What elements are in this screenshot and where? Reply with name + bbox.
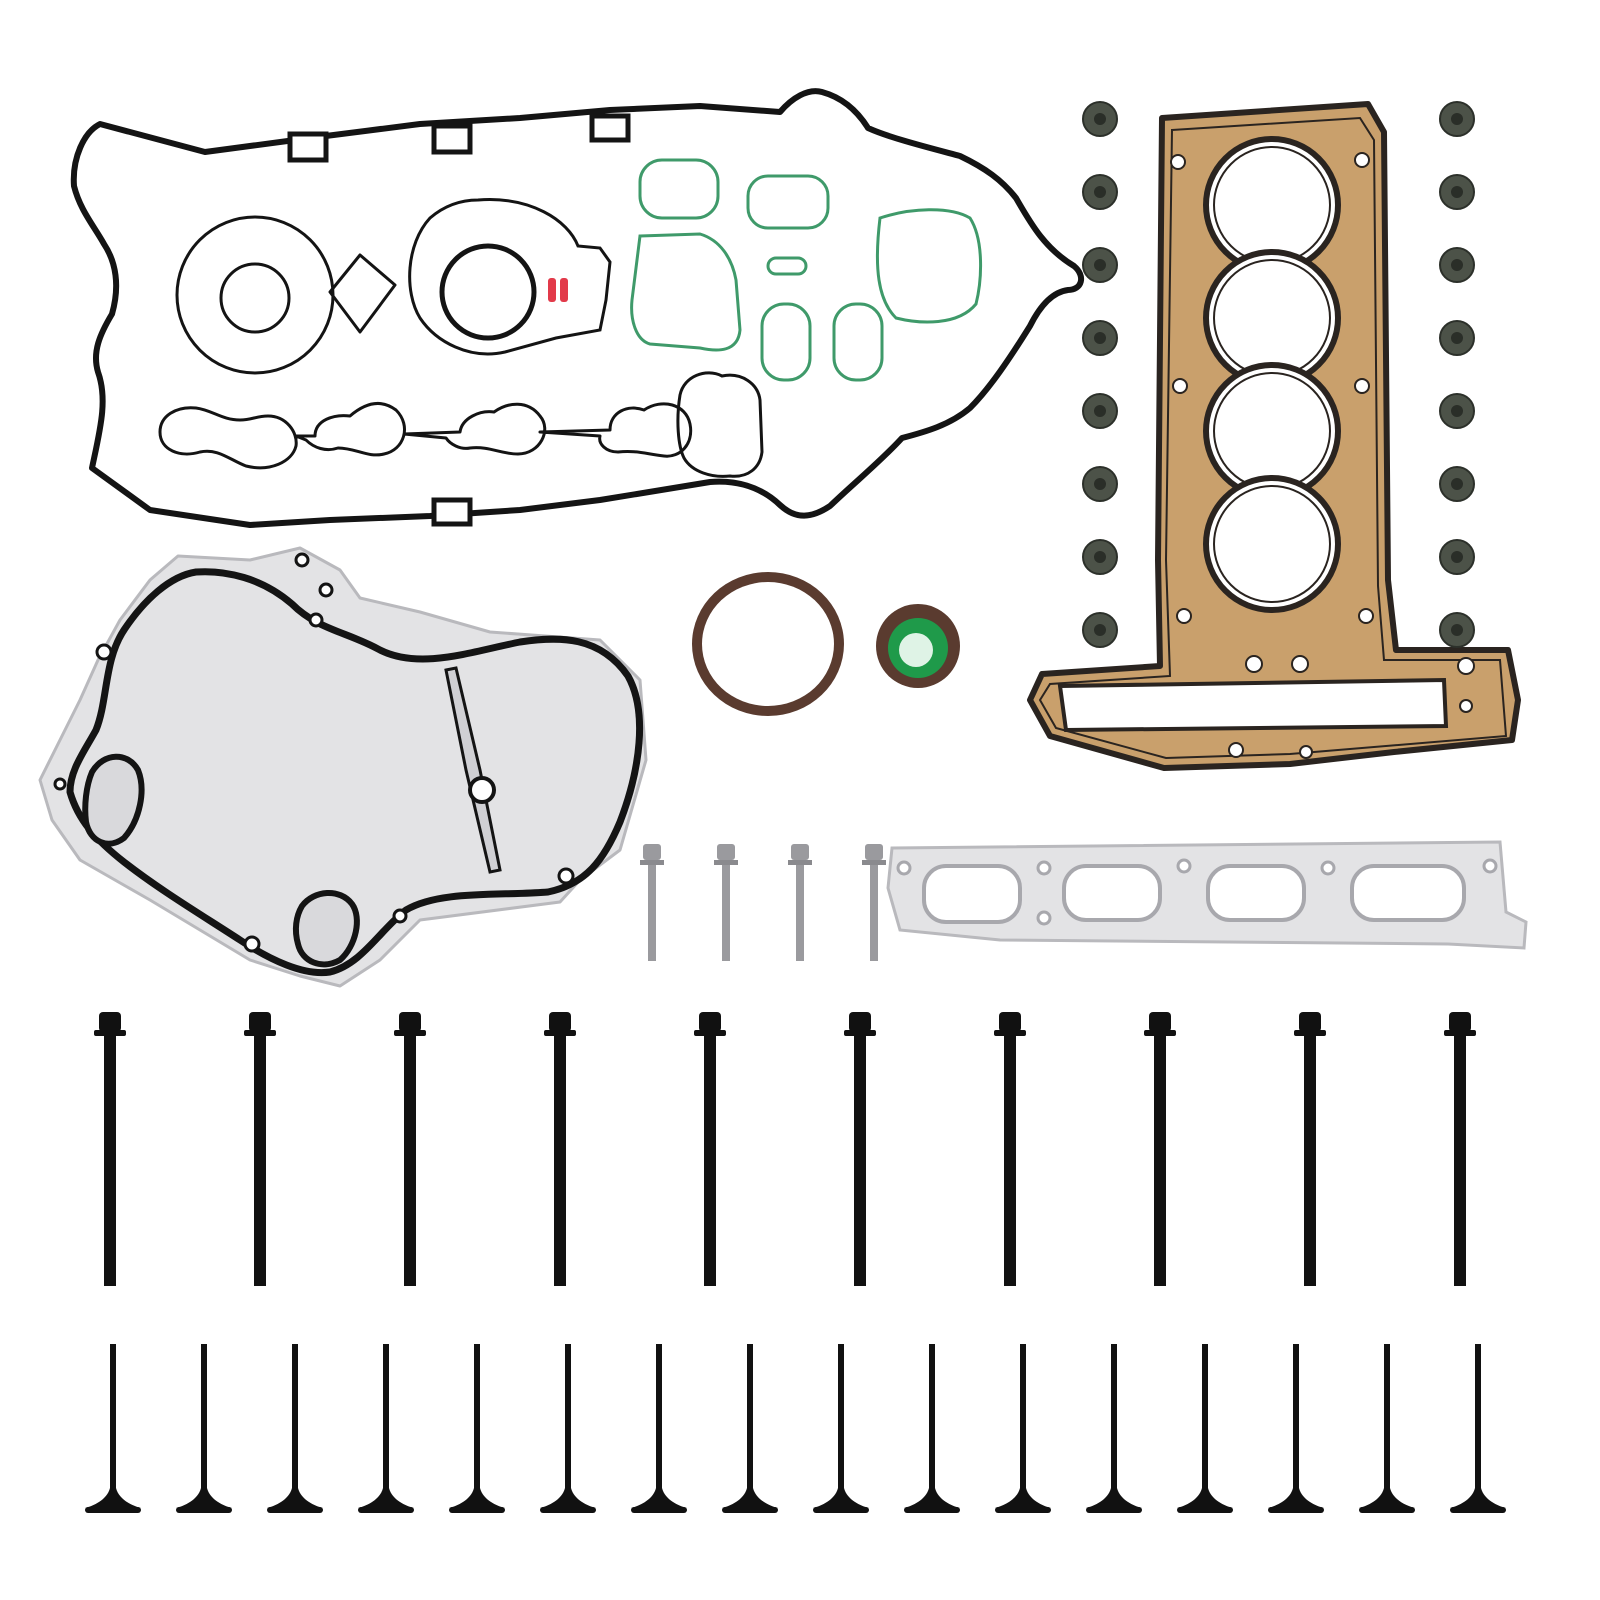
- engine-valve-icon: [1177, 1344, 1233, 1513]
- valve-cover-tab: [431, 497, 473, 527]
- valve-cover-tab: [589, 113, 631, 143]
- valve-stem-seal-center: [1094, 478, 1106, 490]
- exhaust-gasket-holes: [896, 858, 1498, 926]
- engine-valve-icon: [449, 1344, 505, 1513]
- head-gasket-cutout: [1057, 677, 1449, 733]
- head-bolt-icon: [94, 1012, 126, 1286]
- valve-cover-outline: [70, 88, 1085, 528]
- red-clip: [560, 278, 568, 302]
- timing-cover-left-oring: [82, 753, 145, 847]
- head-bolt-icon: [994, 1012, 1026, 1286]
- valve-cover-tab: [431, 123, 473, 155]
- timing-cover-rubber-bead: [66, 568, 644, 977]
- green-gasket: [746, 174, 830, 230]
- stud-icon: [788, 844, 812, 961]
- head-bolts: [94, 1012, 1476, 1286]
- timing-cover-metal-plate: [38, 546, 648, 988]
- engine-valve-icon: [995, 1344, 1051, 1513]
- valve-stem-seal-center: [1451, 624, 1463, 636]
- spark-well-gasket: [158, 401, 693, 470]
- valve-cover-gasket-icon: [70, 88, 1085, 528]
- valve-stem-seal-center: [1094, 405, 1106, 417]
- engine-valve-icon: [813, 1344, 869, 1513]
- engine-valve-icon: [1450, 1344, 1506, 1513]
- valve-stem-seal-center: [1451, 332, 1463, 344]
- engine-valve-icon: [1268, 1344, 1324, 1513]
- timing-cover-gasket-icon: [38, 546, 648, 988]
- engine-valve-icon: [631, 1344, 687, 1513]
- green-gaskets: [630, 158, 983, 382]
- head-bolt-icon: [394, 1012, 426, 1286]
- green-gasket: [766, 256, 808, 276]
- valve-stem-seal-center: [1094, 186, 1106, 198]
- valve-stem-seals: [1082, 101, 1475, 648]
- valve-stem-seal-center: [1451, 478, 1463, 490]
- valve-stem-seal-center: [1451, 405, 1463, 417]
- head-gasket-holes: [1170, 152, 1475, 759]
- valve-stem-seal-center: [1451, 113, 1463, 125]
- valve-stem-seal-center: [1094, 113, 1106, 125]
- head-bolt-icon: [544, 1012, 576, 1286]
- head-gasket-bores: [1203, 136, 1341, 613]
- engine-valve-icon: [722, 1344, 778, 1513]
- cam-plug-seal: [408, 198, 612, 356]
- stud-icon: [862, 844, 886, 961]
- valve-stem-seal-center: [1094, 332, 1106, 344]
- diamond-seal: [328, 253, 397, 334]
- engine-valve-icon: [904, 1344, 960, 1513]
- valve-stem-seal-center: [1451, 259, 1463, 271]
- head-bolt-icon: [694, 1012, 726, 1286]
- spark-tube-seal-inner: [219, 262, 291, 334]
- timing-cover-bottom-oring: [292, 889, 360, 968]
- valve-stem-seal-center: [1451, 551, 1463, 563]
- engine-valves: [85, 1344, 1506, 1513]
- exhaust-manifold-gasket-icon: [886, 840, 1528, 950]
- cylinder-head-gasket-icon: [1027, 101, 1521, 771]
- rear-main-seal-hole: [702, 582, 834, 706]
- timing-cover-rib-hole: [468, 776, 496, 804]
- green-gasket: [832, 302, 884, 382]
- stud-icon: [714, 844, 738, 961]
- front-seal-icon: [876, 604, 960, 688]
- cylinder-bore: [1203, 475, 1341, 613]
- exhaust-ports: [922, 864, 1466, 924]
- green-gasket: [760, 302, 812, 382]
- valve-stem-seal-center: [1451, 186, 1463, 198]
- cam-plug-seal-inner: [439, 243, 537, 341]
- rear-main-seal-icon: [692, 572, 844, 716]
- head-bolt-icon: [844, 1012, 876, 1286]
- engine-valve-icon: [85, 1344, 141, 1513]
- timing-cover-holes: [53, 552, 575, 953]
- head-gasket-inner-border: [1038, 116, 1508, 760]
- green-gasket: [875, 208, 983, 324]
- head-bolt-icon: [1144, 1012, 1176, 1286]
- engine-valve-icon: [540, 1344, 596, 1513]
- engine-valve-icon: [267, 1344, 323, 1513]
- red-clip: [548, 278, 556, 302]
- green-gasket: [638, 158, 720, 220]
- timing-cover-rib: [444, 666, 502, 874]
- engine-valve-icon: [1086, 1344, 1142, 1513]
- head-bolt-icon: [1444, 1012, 1476, 1286]
- stud-icon: [640, 844, 664, 961]
- engine-valve-icon: [176, 1344, 232, 1513]
- head-bolt-icon: [1294, 1012, 1326, 1286]
- engine-valve-icon: [1359, 1344, 1415, 1513]
- valve-stem-seal-center: [1094, 624, 1106, 636]
- front-seal-hole: [899, 633, 933, 667]
- cylinder-bore-ring: [1213, 485, 1331, 603]
- valve-cover-tab: [287, 131, 329, 163]
- valve-stem-seal-center: [1094, 551, 1106, 563]
- engine-valve-icon: [358, 1344, 414, 1513]
- manifold-studs: [640, 844, 886, 961]
- green-gasket: [630, 232, 742, 352]
- valve-stem-seal-center: [1094, 259, 1106, 271]
- head-bolt-icon: [244, 1012, 276, 1286]
- valve-cover-right-pod: [676, 371, 764, 478]
